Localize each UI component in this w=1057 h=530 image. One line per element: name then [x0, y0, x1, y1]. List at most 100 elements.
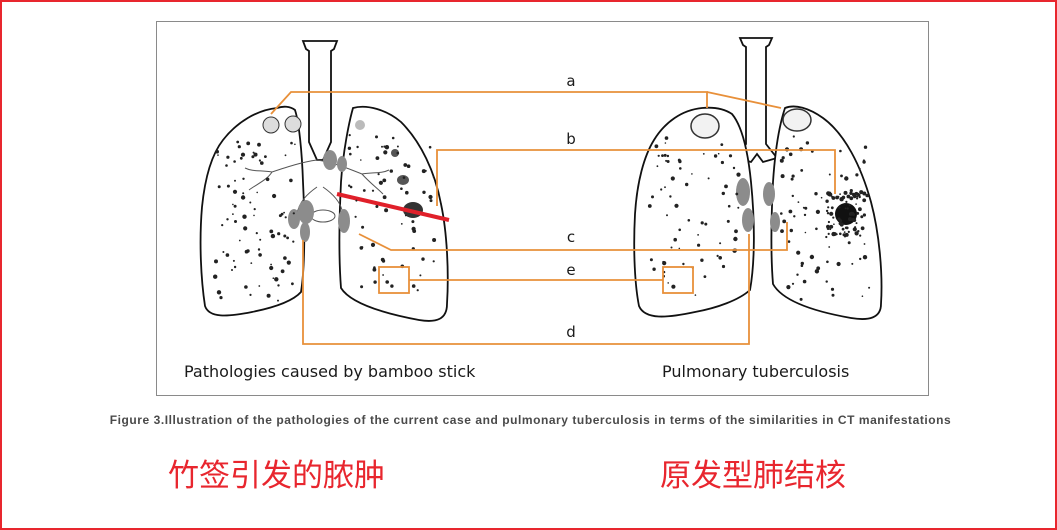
nodule-dot [671, 247, 673, 249]
nodule-dot [826, 210, 828, 212]
nodule-dot [806, 141, 809, 144]
nodule-dot [720, 143, 723, 146]
nodule-dot [736, 173, 740, 177]
nodule-dot [814, 192, 817, 195]
nodule-dot [285, 216, 287, 218]
nodule-dot [719, 242, 721, 244]
nodule-dot [256, 232, 258, 234]
nodule-dot [259, 159, 261, 161]
nodule-dot [660, 188, 662, 190]
nodule-dot [381, 258, 385, 262]
nodule-dot [253, 152, 255, 154]
nodule-dot [733, 237, 737, 241]
nodule-dot [688, 219, 691, 222]
nodule-dot [400, 187, 403, 190]
nodule-dot [792, 195, 794, 197]
nodule-dot [412, 284, 416, 288]
nodule-dot [219, 296, 222, 299]
nodule-dot [226, 218, 228, 220]
nodule-dot [868, 287, 870, 289]
nodule-dot [849, 204, 851, 206]
nodule-dot [382, 179, 386, 183]
nodule-dot [845, 227, 848, 230]
nodule-dot [671, 285, 675, 289]
nodule-dot [856, 212, 859, 215]
nodule-dot [361, 226, 364, 229]
nodule-dot [385, 145, 389, 149]
nodule-dot [829, 212, 833, 216]
nodule-dot [828, 192, 832, 196]
nodule-dot [828, 246, 830, 248]
nodule-dot [348, 147, 351, 150]
nodule-dot [667, 155, 669, 157]
nodule-dot [844, 203, 846, 205]
nodule-dot [831, 232, 835, 236]
nodule-dot [277, 284, 279, 286]
nodule-dot [349, 153, 352, 156]
nodule-dot [372, 190, 374, 192]
nodule-dot [828, 233, 830, 235]
nodule-dot [831, 206, 834, 209]
nodule-dot [397, 146, 399, 148]
nodule-dot [828, 221, 830, 223]
nodule-dot [837, 262, 841, 266]
nodule-dot [805, 232, 807, 234]
nodule-dot [348, 185, 350, 187]
nodule-dot [397, 152, 400, 155]
nodule-dot [254, 208, 256, 210]
nodule-dot [661, 154, 664, 157]
nodule-dot [251, 155, 254, 158]
nodule-dot [789, 210, 793, 214]
nodule-dot [401, 223, 403, 225]
nodule-dot [390, 284, 393, 287]
nodule-dot [421, 257, 424, 260]
connector-label-b: b [566, 130, 576, 148]
nodule-dot [839, 150, 842, 153]
nodule-dot [722, 265, 725, 268]
nodule-dot [863, 213, 866, 216]
nodule-dot [671, 176, 675, 180]
nodule-dot [651, 195, 654, 198]
nodule-dot [782, 156, 785, 159]
nodule-dot [679, 248, 681, 250]
nodule-dot [780, 159, 784, 163]
nodule-dot [859, 235, 861, 237]
nodule-dot [376, 156, 380, 160]
nodule-dot [242, 178, 244, 180]
nodule-dot [355, 200, 357, 202]
nodule-dot [667, 282, 669, 284]
nodule-dot [363, 189, 366, 192]
nodule-dot [810, 255, 814, 259]
nodule-dot [241, 195, 245, 199]
nodule-dot [849, 212, 853, 216]
nodule-dot [733, 167, 735, 169]
nodule-dot [293, 212, 295, 214]
nodule-dot [833, 197, 835, 199]
nodule-dot [246, 142, 250, 146]
nodule-dot [685, 183, 688, 186]
connector-label-c: c [567, 228, 575, 246]
nodule-dot [695, 294, 697, 296]
nodule-dot [371, 243, 375, 247]
nodule-dot [373, 280, 376, 283]
nodule-dot [840, 175, 843, 178]
nodule-dot [243, 226, 247, 230]
nodule-dot [283, 235, 286, 238]
nodule-dot [422, 191, 425, 194]
nodule-dot [234, 205, 237, 208]
nodule-dot [419, 274, 421, 276]
nodule-dot [226, 156, 229, 159]
nodule-dot [826, 261, 829, 264]
left-annotation: 竹签引发的脓肿 [168, 450, 385, 495]
nodule-dot [655, 144, 659, 148]
nodule-dot [355, 216, 357, 218]
nodule-dot [862, 295, 864, 297]
nodule-dot [803, 280, 807, 284]
nodule-dot [864, 243, 866, 245]
nodule-dot [859, 168, 861, 170]
nodule-dot [430, 199, 433, 202]
nodule-dot [273, 277, 275, 279]
nodule-dot [796, 274, 798, 276]
nodule-dot [839, 193, 841, 195]
nodule-dot [381, 146, 383, 148]
